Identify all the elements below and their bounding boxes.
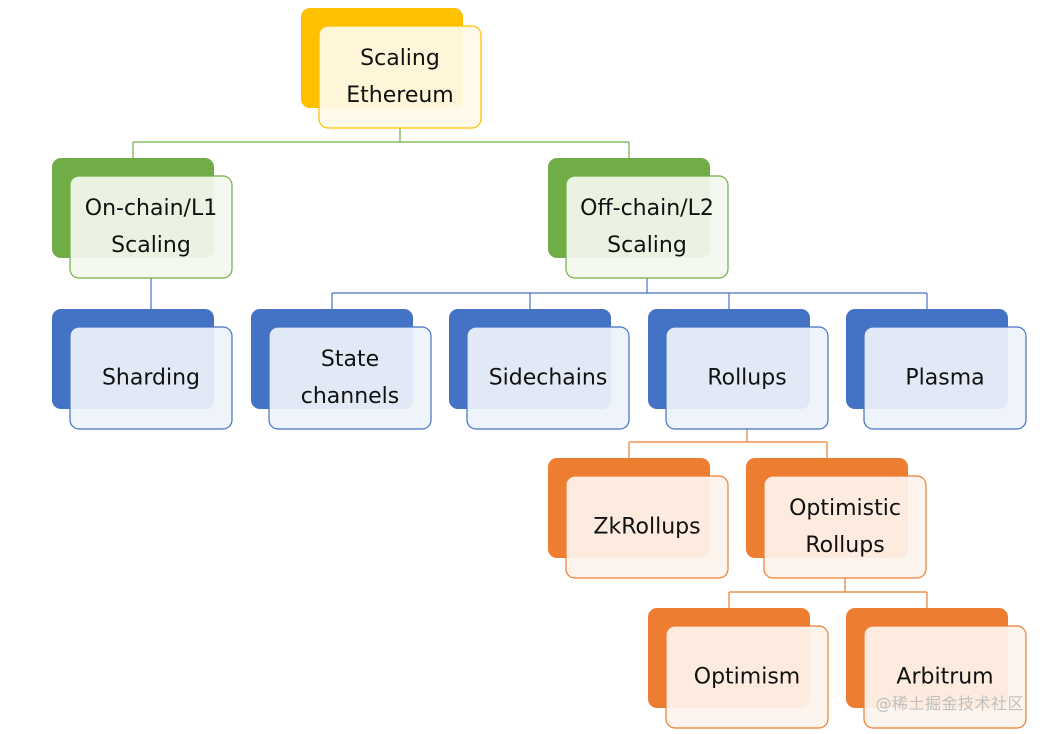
node-front-block — [565, 175, 729, 279]
node-label: Rollups — [707, 366, 786, 391]
node-label: Scaling — [111, 233, 191, 258]
node-label: On-chain/L1 — [85, 196, 217, 221]
node-front-block — [318, 25, 482, 129]
node-sharding: Sharding — [52, 309, 233, 430]
connector-optimistic-rollups — [728, 578, 928, 608]
node-label: Scaling — [360, 46, 440, 71]
node-state-channels: State channels — [251, 309, 432, 430]
node-optimism: Optimism — [648, 608, 829, 729]
node-front-block — [763, 475, 927, 579]
watermark-text: @稀土掘金技术社区 — [875, 694, 1024, 713]
connector-scaling-ethereum — [132, 128, 630, 158]
node-label: ZkRollups — [593, 515, 700, 540]
node-label: Sidechains — [489, 366, 608, 391]
connector-lines — [132, 128, 928, 608]
node-label: Optimistic — [789, 496, 901, 521]
node-front-block — [69, 175, 233, 279]
node-label: Off-chain/L2 — [580, 196, 714, 221]
node-label: Scaling — [607, 233, 687, 258]
node-front-block — [565, 475, 729, 579]
connector-off-chain-l2-scaling — [331, 278, 928, 309]
node-label: Ethereum — [346, 83, 453, 108]
node-front-block — [665, 326, 829, 430]
node-front-block — [69, 326, 233, 430]
node-plasma: Plasma — [846, 309, 1027, 430]
node-label: State — [321, 347, 379, 372]
node-label: Rollups — [805, 533, 884, 558]
diagram-nodes: ScalingEthereumOn-chain/L1ScalingOff-cha… — [52, 8, 1027, 729]
connector-rollups — [628, 429, 828, 458]
node-sidechains: Sidechains — [449, 309, 630, 430]
node-front-block — [268, 326, 432, 430]
node-front-block — [863, 625, 1027, 729]
node-label: Sharding — [102, 366, 200, 391]
node-front-block — [466, 326, 630, 430]
node-front-block — [665, 625, 829, 729]
node-label: channels — [301, 384, 400, 409]
node-front-block — [863, 326, 1027, 430]
node-zkrollups: ZkRollups — [548, 458, 729, 579]
node-label: Optimism — [694, 665, 800, 690]
node-rollups: Rollups — [648, 309, 829, 430]
node-label: Plasma — [905, 366, 984, 391]
node-arbitrum: Arbitrum — [846, 608, 1027, 729]
node-label: Arbitrum — [896, 665, 993, 690]
